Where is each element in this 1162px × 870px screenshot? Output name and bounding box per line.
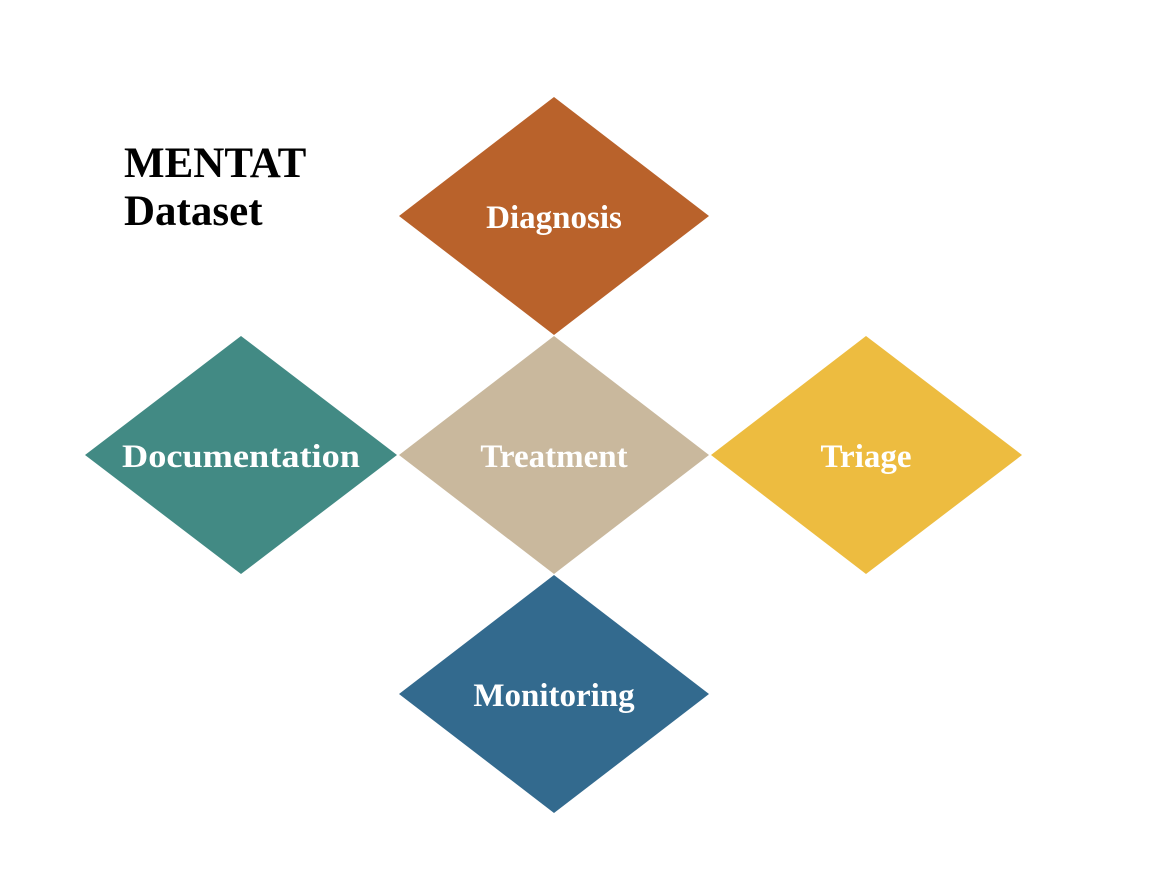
title-line-1: MENTAT	[124, 140, 307, 187]
diamond-treatment: Treatment	[399, 336, 709, 574]
diamond-monitoring-shape	[399, 575, 709, 813]
diamond-triage-shape	[711, 336, 1022, 574]
diamond-monitoring: Monitoring	[399, 575, 709, 813]
diamond-diagnosis-shape	[399, 97, 709, 335]
diamond-documentation: Documentation	[85, 336, 397, 574]
diamond-documentation-shape	[85, 336, 397, 574]
title-line-2: Dataset	[124, 188, 263, 235]
diamond-triage-label: Triage	[820, 439, 911, 475]
diamond-treatment-shape	[399, 336, 709, 574]
diamond-treatment-label: Treatment	[480, 439, 627, 475]
diamond-diagnosis: Diagnosis	[399, 97, 709, 335]
diagram-title: MENTAT Dataset	[124, 140, 306, 236]
diamond-documentation-label: Documentation	[122, 439, 360, 475]
diamond-monitoring-label: Monitoring	[473, 678, 635, 714]
diamond-triage: Triage	[711, 336, 1022, 574]
diamond-diagnosis-label: Diagnosis	[486, 200, 622, 236]
